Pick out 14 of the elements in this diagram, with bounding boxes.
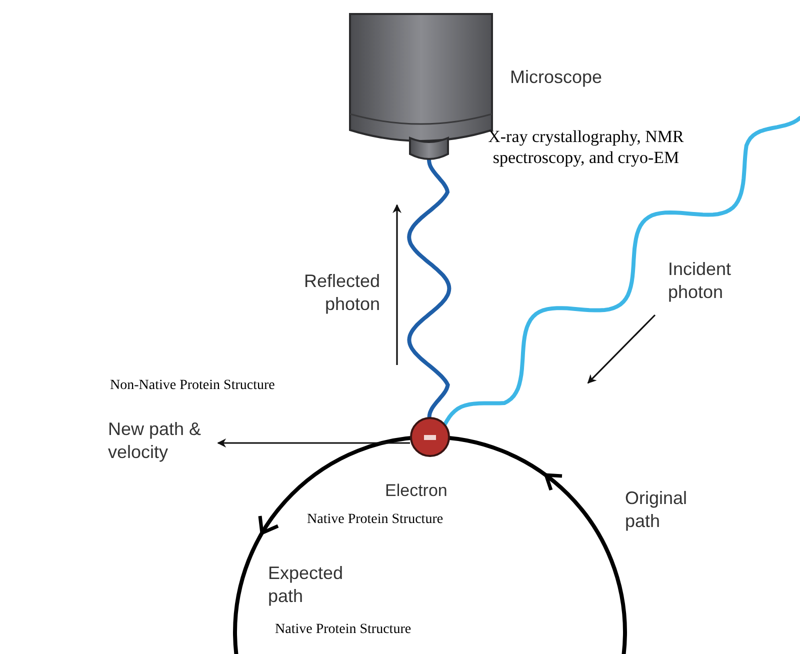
diagram-label: Original path <box>625 487 688 532</box>
photon-wave <box>443 116 800 426</box>
diagram-label: Reflected photon <box>302 270 380 315</box>
annotation-text: Non-Native Protein Structure <box>110 377 275 394</box>
diagram-label: Incident photon <box>668 258 732 303</box>
electron-circle <box>410 417 450 457</box>
photon-wave <box>407 158 452 419</box>
diagram-label: Expected path <box>268 562 344 607</box>
annotation-text: Native Protein Structure <box>307 511 444 528</box>
node-caption: Electron <box>385 480 448 502</box>
annotation-text: Native Protein Structure <box>275 621 412 638</box>
node-caption: Microscope <box>510 66 602 88</box>
annotation-text: X-ray crystallography, NMR spectroscopy, and cryo-EM <box>487 126 685 168</box>
diagram-label: New path & velocity <box>108 418 202 463</box>
